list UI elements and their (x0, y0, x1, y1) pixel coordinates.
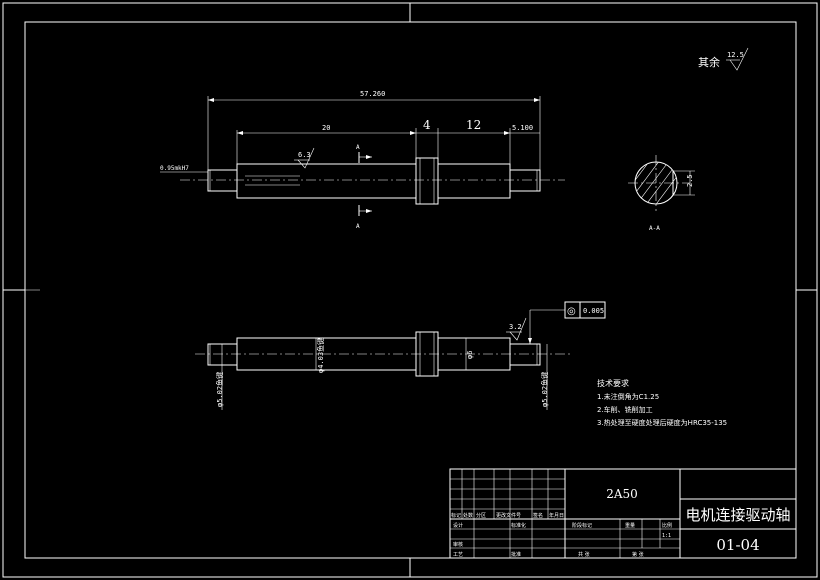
dim-overall: 57.260 (360, 90, 385, 98)
section-a-a: 2.5 A-A (628, 155, 695, 232)
section-mark-top: A (356, 144, 360, 151)
dia-left: φ5.02鱼键 (215, 372, 224, 407)
runout-symbol: ◎ (567, 306, 576, 317)
tb-drawing-no: 01-04 (716, 536, 759, 554)
dim-20: 20 (322, 124, 330, 132)
section-dim: 2.5 (686, 174, 694, 187)
dim-4: 4 (423, 118, 431, 132)
rest-roughness-note: 其余 12.5 (698, 47, 749, 71)
tb-row-label-2: 处数 (463, 512, 473, 519)
shaft-view-top (180, 157, 565, 205)
tb-row-label-3: 分区 (476, 512, 486, 519)
tb-standardization: 标准化 (511, 522, 526, 529)
section-label: A-A (649, 225, 660, 232)
dim-12: 12 (466, 118, 481, 132)
section-mark-bottom: A (356, 223, 360, 230)
tb-row-label-6: 年月日 (549, 512, 564, 519)
shaft-view-bottom (195, 331, 570, 377)
tb-material: 2A50 (606, 487, 638, 501)
tb-approve: 批准 (511, 551, 521, 558)
tech-notes-title: 技术要求 (597, 378, 629, 388)
section-marks-a: A A (356, 144, 372, 230)
tb-stage-mark: 阶段标记 (572, 522, 592, 529)
section-hatching (635, 162, 677, 204)
tb-weight: 重量 (625, 522, 635, 529)
tech-note-2: 2.车削、铣削加工 (597, 405, 653, 414)
technical-notes: 技术要求 1.未注倒角为C1.25 2.车削、铣削加工 3.热处理至硬度处理后硬… (597, 378, 727, 427)
roughness-surface-1: 6.3 (298, 151, 311, 159)
runout-frame (564, 301, 606, 319)
tech-note-3: 3.热处理至硬度处理后硬度为HRC35-135 (597, 418, 727, 427)
centering-marks (3, 3, 817, 577)
dia-right: φ5.02鱼键 (540, 372, 549, 407)
tb-scale: 1:1 (662, 533, 671, 539)
dim-5100: 5.100 (512, 124, 533, 132)
tb-row-label-4: 更改文件号 (496, 512, 521, 519)
tb-process: 工艺 (453, 552, 463, 558)
tb-sheet-total: 共 张 (578, 551, 590, 558)
tb-row-label-5: 签名 (533, 512, 543, 519)
tb-row-label-1: 标记 (451, 512, 461, 519)
roughness-surface-2: 3.2 (509, 323, 522, 331)
dimensions-top: 57.260 20 4 12 5.100 0.95mkH7 6.3 (160, 90, 541, 173)
tb-sheet-no: 第 张 (632, 551, 644, 558)
dia-collar: φ6 (466, 351, 474, 359)
tb-designer: 设计 (453, 522, 463, 529)
title-block: 标记 处数 分区 更改文件号 签名 年月日 设计 标准化 审核 工艺 批准 2A… (449, 468, 797, 559)
rest-value: 12.5 (727, 51, 744, 59)
dia-mid: φ4.03鱼键 (316, 338, 325, 373)
dimensions-bottom: φ5.02鱼键 φ4.03鱼键 φ6 φ5.02鱼键 3.2 ◎ 0.005 (215, 301, 606, 410)
tb-part-name: 电机连接驱动轴 (685, 506, 790, 524)
runout-tolerance: 0.005 (583, 307, 604, 315)
tech-note-1: 1.未注倒角为C1.25 (597, 392, 659, 401)
rest-label: 其余 (698, 55, 720, 69)
tb-scale-label: 比例 (662, 522, 672, 529)
dim-diameter-left: 0.95mkH7 (160, 165, 189, 172)
tb-audit: 审核 (453, 541, 463, 548)
